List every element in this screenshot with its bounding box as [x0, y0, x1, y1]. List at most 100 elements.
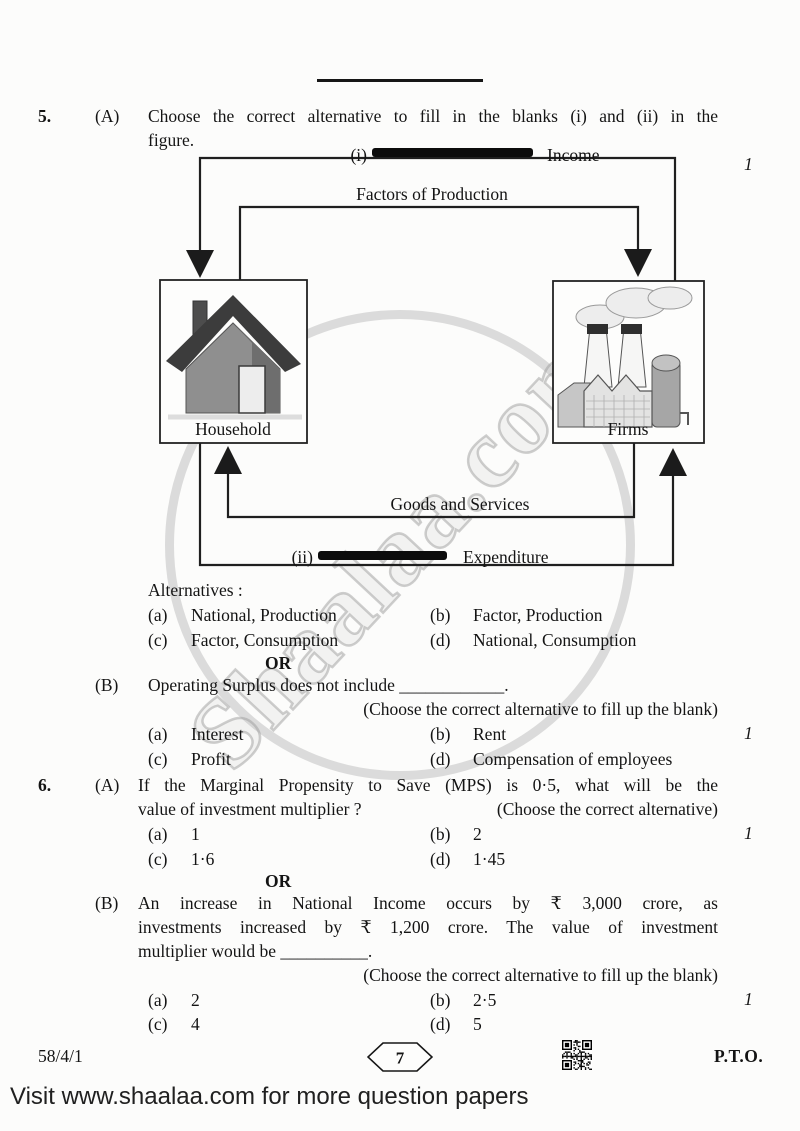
- option-c-letter: (c): [148, 630, 168, 650]
- option-d-letter: (d): [430, 849, 451, 869]
- q5-parta-marks: 1: [744, 154, 753, 174]
- option-d: (d) 1·45: [430, 847, 505, 871]
- option-b-text: 2·5: [473, 990, 497, 1010]
- option-b-text: Rent: [473, 724, 507, 744]
- blank-i-bar: [372, 148, 533, 157]
- option-a: (a) National, Production: [148, 603, 430, 627]
- q6-partb-instruction-row: (Choose the correct alternative to fill …: [0, 963, 800, 1009]
- paper-code: 58/4/1: [38, 1046, 83, 1066]
- option-b-letter: (b): [430, 605, 451, 625]
- q5-partb-options-row-1: (a) Interest (b) Rent: [0, 722, 800, 746]
- option-a-text: National, Production: [191, 605, 337, 625]
- option-b: (b)2: [430, 822, 482, 846]
- household-label: Household: [195, 419, 271, 439]
- q5-partb-options-row-2: (c) Profit (d) Compensation of employees: [0, 747, 800, 771]
- qr-code-icon: [562, 1040, 592, 1070]
- arrow-down-into-firms-icon: [624, 249, 652, 277]
- option-c-text: Profit: [191, 749, 231, 769]
- option-a: (a) Interest: [148, 722, 430, 746]
- option-b-letter: (b): [430, 824, 451, 844]
- arrow-down-into-household-icon: [186, 250, 214, 278]
- q6-parta-line2-left: value of investment multiplier ?: [138, 799, 362, 819]
- blank-i-label: (i): [350, 145, 367, 165]
- q5-partb-instruction-row: (Choose the correct alternative to fill …: [0, 697, 800, 743]
- q5-parta-line1-row: 5. (A) Choose the correct alternative to…: [0, 104, 800, 128]
- option-a-text: 2: [191, 990, 200, 1010]
- option-b-letter: (b): [430, 724, 451, 744]
- option-b: (b) Rent: [430, 722, 506, 746]
- q6-partb-label: (B): [95, 893, 119, 913]
- option-d-text: 1·45: [473, 849, 506, 869]
- page-number-hexagon: 7: [367, 1042, 433, 1072]
- option-b: (b) Factor, Production: [430, 603, 603, 627]
- q6-partb-line3-row: multiplier would be __________.: [0, 939, 800, 963]
- q6-number: 6.: [38, 775, 52, 795]
- factors-of-production-label: Factors of Production: [356, 184, 508, 204]
- q5-alternatives-heading-row: Alternatives :: [0, 578, 800, 602]
- q5-parta-line1: Choose the correct alternative to fill i…: [148, 106, 718, 126]
- q6-partb-line2-row: investments increased by ₹ 1,200 crore. …: [0, 915, 800, 939]
- q6-partb-line1: An increase in National Income occurs by…: [138, 893, 718, 913]
- q5-options-row-2: (c)Factor, Consumption(d) National, Consu…: [0, 628, 800, 652]
- q6-partb-line3: multiplier would be __________.: [138, 941, 373, 961]
- q6-parta-marks: 1: [744, 823, 753, 843]
- circular-flow-diagram: (i) Income Factors of Production Househo…: [159, 145, 705, 567]
- option-c: (c)Factor, Consumption: [148, 628, 430, 652]
- q5-partb-marks: 1: [744, 723, 753, 743]
- option-c: (c) Profit: [148, 747, 430, 771]
- firms-label: Firms: [608, 419, 649, 439]
- arrow-up-into-firms-icon: [659, 448, 687, 476]
- option-a-text: 1: [191, 824, 200, 844]
- option-d-letter: (d): [430, 749, 451, 769]
- q6-parta-instruction: (Choose the correct alternative): [496, 799, 718, 819]
- option-a-letter: (a): [148, 990, 168, 1010]
- option-a-letter: (a): [148, 605, 168, 625]
- q5-parta-label: (A): [95, 106, 120, 126]
- option-c: (c) 1·6: [148, 847, 430, 871]
- blank-ii-bar: [318, 551, 447, 560]
- arrow-up-into-household-icon: [214, 446, 242, 474]
- option-c-letter: (c): [148, 749, 168, 769]
- income-label: Income: [547, 145, 600, 165]
- option-d-letter: (d): [430, 1014, 451, 1034]
- q5-partb-question-row: (B) Operating Surplus does not include _…: [0, 673, 800, 697]
- option-d: (d) Compensation of employees: [430, 747, 672, 771]
- blank-ii-label: (ii): [292, 547, 314, 567]
- q6-parta-line1: If the Marginal Propensity to Save (MPS)…: [138, 775, 718, 795]
- option-c-letter: (c): [148, 849, 168, 869]
- option-d: (d) 5: [430, 1012, 482, 1036]
- option-a-text: Interest: [191, 724, 244, 744]
- option-d-text: Compensation of employees: [473, 749, 673, 769]
- factory-illustration: [557, 286, 693, 428]
- option-c-letter: (c): [148, 1014, 168, 1034]
- option-a-letter: (a): [148, 824, 168, 844]
- option-b: (b) 2·5: [430, 988, 496, 1012]
- q5-number: 5.: [38, 106, 52, 126]
- q5-parta-line2: figure.: [148, 130, 195, 150]
- option-a: (a) 2: [148, 988, 430, 1012]
- option-d-letter: (d): [430, 630, 451, 650]
- q6-partb-line2: investments increased by ₹ 1,200 crore. …: [138, 917, 718, 937]
- q6-partb-options-row-2: (c)4(d)5: [0, 1012, 800, 1036]
- option-d-text: 5: [473, 1014, 482, 1034]
- q6-parta-label: (A): [95, 775, 120, 795]
- option-b-text: Factor, Production: [473, 605, 603, 625]
- q6-or-label: OR: [265, 871, 292, 891]
- q5-partb-label: (B): [95, 675, 119, 695]
- pto-label: P.T.O.: [714, 1046, 764, 1066]
- page-footer: 58/4/1 7 P.T.O.: [0, 1040, 800, 1084]
- q6-parta-line1-row: 6. (A) If the Marginal Propensity to Sav…: [0, 773, 800, 797]
- q5-options-row-1: (a) National, Production (b) Factor, Produc…: [0, 603, 800, 627]
- alternatives-heading: Alternatives :: [148, 580, 243, 600]
- q6-partb-options-row-1: (a) 2 (b) 2·5: [0, 988, 800, 1012]
- q6-parta-line2-row: value of investment multiplier ? (Choose…: [0, 797, 800, 843]
- option-b-letter: (b): [430, 990, 451, 1010]
- option-a-letter: (a): [148, 724, 168, 744]
- q6-parta-options-row-1: (a) 1 (b)2: [0, 822, 800, 846]
- q5-partb-instruction: (Choose the correct alternative to fill …: [363, 699, 718, 719]
- q5-or-label: OR: [265, 653, 292, 673]
- option-d-text: National, Consumption: [473, 630, 637, 650]
- option-c-text: 1·6: [191, 849, 215, 869]
- q6-partb-marks: 1: [744, 989, 753, 1009]
